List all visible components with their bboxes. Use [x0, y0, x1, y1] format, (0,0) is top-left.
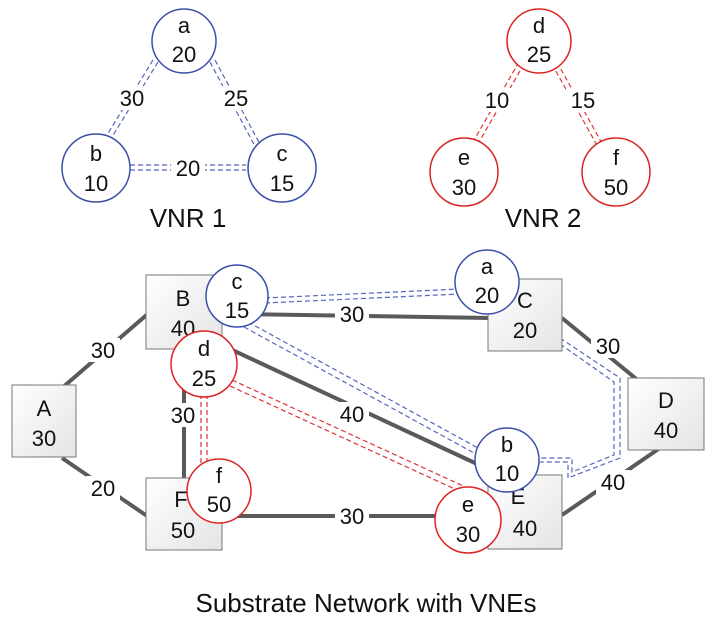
node-label: b [90, 141, 102, 166]
node-value: 10 [495, 461, 519, 486]
substrate-node-A: A 30 [11, 384, 77, 458]
node-label: e [458, 145, 470, 170]
node-label: e [462, 492, 474, 517]
vnr1-caption: VNR 1 [150, 203, 227, 233]
link-B-E-weight: 40 [340, 402, 364, 427]
node-value: 30 [452, 175, 476, 200]
node-value: 10 [84, 171, 108, 196]
embedded-path-d-e [229, 379, 473, 497]
embedded-node-e: e 30 [434, 486, 502, 554]
vnr1-group: 30 25 20 a 20 b 10 c 15 VNR 1 [61, 8, 317, 233]
node-label: f [216, 463, 223, 488]
link-D-E-weight: 40 [601, 470, 625, 495]
embedded-node-b: b 10 [474, 427, 540, 493]
node-value: 20 [475, 283, 499, 308]
node-label: d [533, 13, 545, 38]
vnr1-edge-a-b-weight: 30 [120, 86, 144, 111]
vnr1-node-b: b 10 [61, 133, 131, 203]
substrate-group: 30 20 30 30 40 30 30 40 A 30 B 40 C 20 [11, 249, 705, 618]
node-label: c [277, 141, 288, 166]
embedded-path-d-f [200, 394, 208, 466]
substrate-caption: Substrate Network with VNEs [195, 588, 536, 618]
node-value: 20 [513, 318, 537, 343]
vnr2-edge-d-e-weight: 10 [485, 88, 509, 113]
node-label: B [176, 286, 191, 311]
node-label: f [613, 145, 620, 170]
vnr1-node-c: c 15 [247, 133, 317, 203]
node-label: D [658, 388, 674, 413]
node-value: 40 [654, 418, 678, 443]
node-value: 50 [207, 492, 231, 517]
node-value: 40 [513, 516, 537, 541]
node-value: 25 [527, 42, 551, 67]
embedded-path-c-a [264, 288, 461, 304]
embedded-node-a: a 20 [454, 249, 520, 315]
embedded-node-c: c 15 [205, 264, 269, 328]
node-label: b [501, 432, 513, 457]
link-B-F-weight: 30 [171, 403, 195, 428]
embedded-path-a-b [540, 337, 621, 479]
node-value: 30 [32, 426, 56, 451]
node-value: 25 [192, 366, 216, 391]
node-label: a [178, 13, 191, 38]
vnr2-edge-d-f-weight: 15 [571, 88, 595, 113]
node-label: c [232, 269, 243, 294]
node-value: 50 [171, 518, 195, 543]
embedded-node-d: d 25 [170, 330, 238, 398]
vnr2-node-d: d 25 [506, 8, 572, 74]
node-label: a [481, 254, 494, 279]
substrate-node-D: D 40 [627, 377, 705, 451]
embedded-node-f: f 50 [186, 458, 252, 524]
node-value: 50 [604, 175, 628, 200]
embedded-path-c-b [243, 321, 479, 454]
node-label: C [517, 288, 533, 313]
node-value: 15 [225, 298, 249, 323]
link-A-B-weight: 30 [91, 338, 115, 363]
node-label: d [198, 336, 210, 361]
vnr2-group: 10 15 d 25 e 30 f 50 VNR 2 [429, 8, 651, 233]
node-value: 15 [270, 171, 294, 196]
link-F-E-weight: 30 [340, 504, 364, 529]
link-A-F-weight: 20 [91, 476, 115, 501]
vnr1-edge-a-c-weight: 25 [224, 86, 248, 111]
node-label: A [37, 396, 52, 421]
vnr2-node-e: e 30 [429, 137, 499, 207]
vnr1-node-a: a 20 [151, 8, 217, 74]
vnr2-node-f: f 50 [581, 137, 651, 207]
node-value: 20 [172, 42, 196, 67]
vnr2-caption: VNR 2 [505, 203, 582, 233]
node-label: F [174, 487, 187, 512]
node-value: 30 [456, 522, 480, 547]
vnr1-edge-b-c-weight: 20 [176, 156, 200, 181]
link-C-D-weight: 30 [596, 334, 620, 359]
link-B-C-weight: 30 [340, 302, 364, 327]
